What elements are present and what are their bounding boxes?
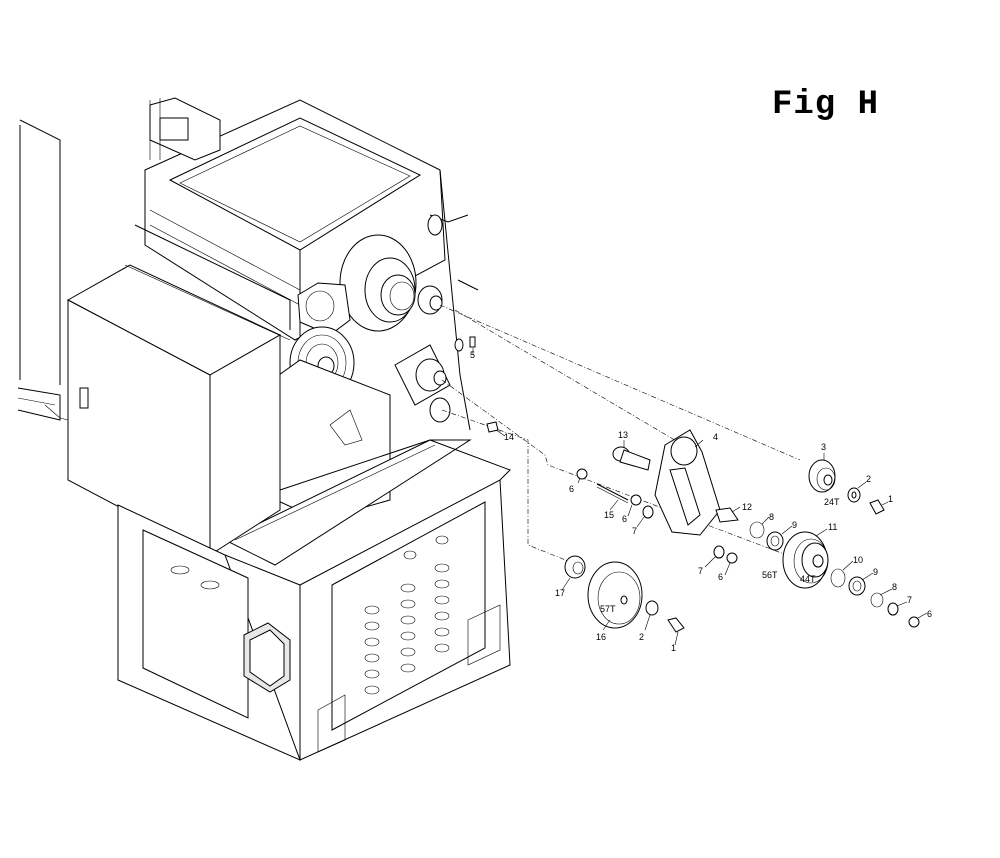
vent-slot (434, 611, 450, 621)
gear-part-3 (808, 459, 836, 493)
callout-1-upper: 1 (888, 494, 893, 504)
vent-slot (434, 563, 450, 573)
callout-44t: 44T (800, 574, 816, 584)
lathe-bed (17, 119, 69, 421)
vent-slot (434, 595, 450, 605)
vent-slot (400, 599, 416, 609)
callout-1-lower: 1 (671, 643, 676, 653)
bolt-part-13 (612, 446, 651, 471)
callout-labels: 5 14 13 4 3 2 24T 1 6 15 6 7 12 8 9 11 7… (470, 350, 932, 653)
callout-16: 16 (596, 632, 606, 642)
callout-2-upper: 2 (866, 474, 871, 484)
callout-7-c: 7 (907, 595, 912, 605)
callout-17: 17 (555, 588, 565, 598)
callout-12: 12 (742, 502, 752, 512)
electrical-cabinet (66, 264, 291, 556)
callout-6-c: 6 (718, 572, 723, 582)
vent-slot (364, 669, 380, 679)
callout-6-b: 6 (622, 514, 627, 524)
callout-13: 13 (618, 430, 628, 440)
callout-11: 11 (828, 522, 837, 532)
base-cabinet (117, 439, 511, 761)
callout-2-lower: 2 (639, 632, 644, 642)
callout-3: 3 (821, 442, 826, 452)
vent-slot (434, 579, 450, 589)
vent-slot (364, 621, 380, 631)
vent-slot (400, 615, 416, 625)
vent-slot (400, 631, 416, 641)
callout-14: 14 (504, 432, 514, 442)
callout-56t: 56T (762, 570, 778, 580)
vent-slot (400, 647, 416, 657)
vent-slot (434, 643, 450, 653)
callout-8-b: 8 (892, 582, 897, 592)
vent-slots (364, 535, 450, 695)
vent-slot (364, 685, 380, 695)
figure-title: Fig H (772, 86, 880, 124)
vent-slot (400, 583, 416, 593)
callout-4: 4 (713, 432, 718, 442)
leader-lines (472, 348, 928, 646)
callout-9-b: 9 (873, 567, 878, 577)
callout-5: 5 (470, 350, 475, 360)
callout-24t: 24T (824, 497, 840, 507)
vent-slot (364, 605, 380, 615)
callout-7-b: 7 (698, 566, 703, 576)
quadrant-arm-part-4 (654, 429, 721, 536)
callout-9-a: 9 (792, 520, 797, 530)
callout-6-a: 6 (569, 484, 574, 494)
vent-slot (364, 653, 380, 663)
vent-slot (364, 637, 380, 647)
gear-part-11 (782, 531, 829, 589)
callout-8-a: 8 (769, 512, 774, 522)
vent-slot (435, 535, 449, 545)
stud-part-15 (596, 483, 629, 504)
callout-10: 10 (853, 555, 863, 565)
callout-6-d: 6 (927, 609, 932, 619)
callout-57t: 57T (600, 604, 616, 614)
callout-15: 15 (604, 510, 614, 520)
vent-slot (403, 550, 417, 560)
gear-part-16 (587, 561, 643, 629)
pedestal-stand (223, 359, 472, 566)
callout-7-a: 7 (632, 526, 637, 536)
vent-slot (400, 663, 416, 673)
vent-slot (434, 627, 450, 637)
small-hardware (486, 421, 920, 633)
spacer-part-17 (564, 555, 586, 579)
